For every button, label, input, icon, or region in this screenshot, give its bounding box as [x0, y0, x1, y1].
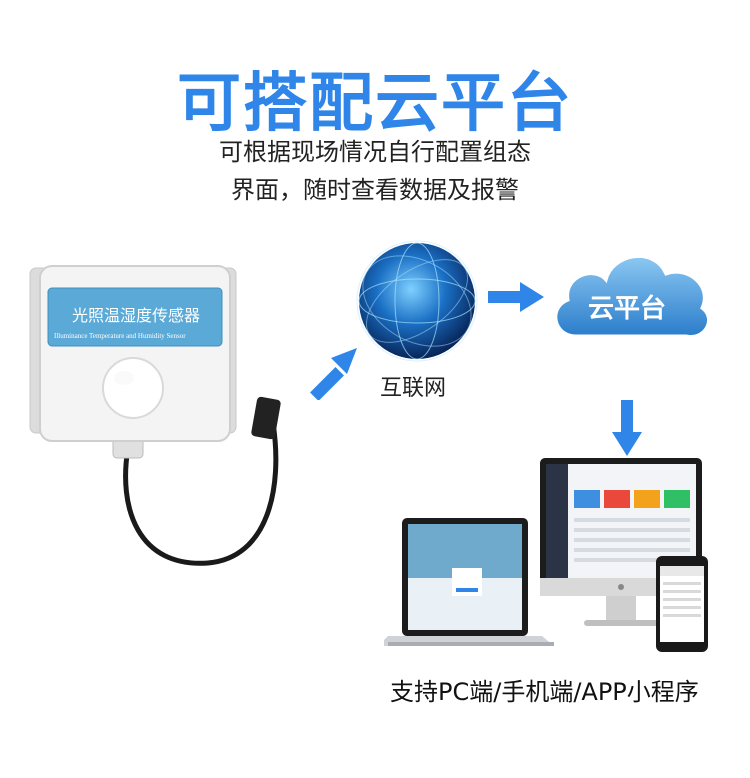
subtitle-line-1: 可根据现场情况自行配置组态	[219, 138, 531, 166]
internet-label: 互联网	[380, 376, 447, 401]
sensor-label-cn: 光照温湿度传感器	[72, 306, 201, 325]
devices-icon	[378, 458, 708, 652]
sensor-label-en: Illuminance Temperature and Humidity Sen…	[54, 332, 186, 340]
cloud-icon	[554, 255, 710, 338]
cloud-label: 云平台	[588, 294, 667, 324]
arrow-right-icon	[488, 282, 544, 312]
arrow-down-icon	[612, 400, 642, 456]
devices-illustration	[378, 456, 724, 656]
page-title: 可搭配云平台	[177, 67, 573, 141]
support-platforms-text: 支持PC端/手机端/APP小程序	[390, 678, 699, 706]
globe-icon	[356, 240, 478, 362]
subtitle-line-2: 界面，随时查看数据及报警	[231, 176, 519, 204]
sensor-device-illustration	[29, 265, 281, 566]
sensor-device: 光照温湿度传感器 Illuminance Temperature and Hum…	[18, 258, 318, 588]
arrow-up-right-icon	[310, 348, 357, 400]
